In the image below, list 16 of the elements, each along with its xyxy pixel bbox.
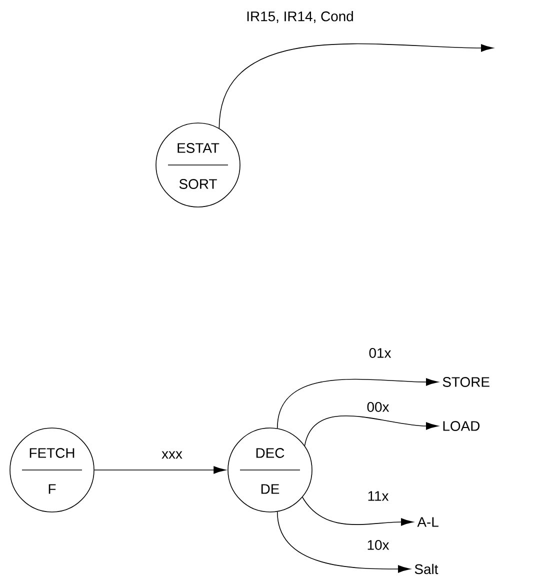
edge-label: 10x bbox=[368, 540, 390, 550]
state-label: Salt bbox=[414, 564, 438, 574]
edge-label: 01x bbox=[369, 348, 392, 358]
arrow bbox=[302, 496, 414, 526]
edge-label: 11x bbox=[368, 491, 389, 501]
arrow bbox=[276, 511, 410, 573]
arrow bbox=[304, 416, 438, 446]
arrow bbox=[94, 466, 226, 474]
state-label: LOAD bbox=[443, 421, 480, 431]
state-label: A-L bbox=[417, 517, 438, 527]
state-label: STORE bbox=[442, 377, 490, 387]
edge-label: xxx bbox=[162, 451, 182, 459]
arrow bbox=[276, 378, 438, 429]
arrow bbox=[218, 43, 494, 129]
edge-label: 00x bbox=[367, 402, 390, 412]
edge-label: IR15, IR14, Cond bbox=[247, 11, 353, 23]
